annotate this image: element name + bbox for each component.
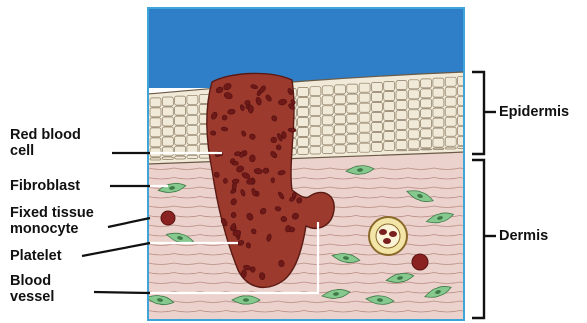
epidermal-cell [408,150,419,151]
clot-red-cell [223,178,227,183]
small-vessel [369,217,407,255]
label-epidermis: Epidermis [499,104,569,120]
dermis-red-cell [412,254,428,270]
diagram-panel [145,8,486,322]
label-platelet: Platelet [10,248,62,264]
clot-red-cell [231,212,236,218]
label-fixed-tissue-monocyte: Fixed tissue monocyte [10,205,94,237]
clot-red-cell [271,178,275,184]
epidermis-bracket [472,72,484,154]
clot-red-cell [263,168,270,174]
clot-red-cell [248,105,253,113]
label-fibroblast: Fibroblast [10,178,80,194]
layer-brackets [472,72,496,318]
label-dermis: Dermis [499,228,548,244]
dermis-bracket [472,160,484,318]
label-blood-vessel: Blood vessel [10,273,54,305]
dermis-red-cell [161,211,175,225]
clot-red-cell [292,192,296,198]
label-red-blood-cell: Red blood cell [10,127,81,159]
clot-red-cell [249,155,255,162]
